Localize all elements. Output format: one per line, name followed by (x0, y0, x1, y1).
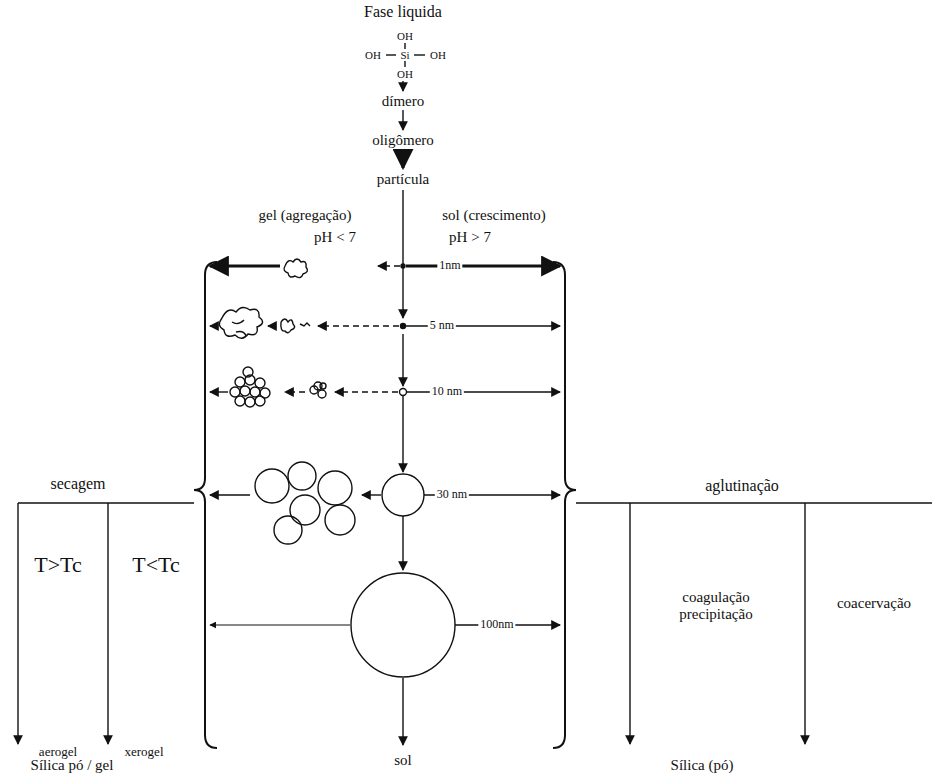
sol-arrow (406, 265, 560, 268)
ph-label: pH > 7 (449, 229, 491, 246)
path-label: sol (crescimento) (442, 207, 546, 224)
gel-arrow (378, 265, 400, 266)
gel-aggregate (219, 307, 262, 338)
flow-arrow (402, 149, 405, 168)
growth-arrow (402, 516, 403, 570)
particle (401, 264, 405, 268)
gel-arrow (285, 391, 305, 392)
stage-label: dímero (382, 93, 425, 110)
growth-arrow (402, 334, 403, 386)
chem-group: OH (397, 68, 413, 80)
process-label: coacervação (837, 595, 911, 612)
chem-group: OH (397, 30, 413, 42)
gel-arrow (210, 494, 250, 495)
brace (194, 262, 217, 748)
product-label: Sílica pó / gel (31, 757, 114, 774)
temperature-label: T>Tc (34, 553, 82, 577)
flow-arrow (402, 110, 403, 130)
phase-label: Fase liquida (364, 3, 442, 21)
size-label: 100nm (478, 618, 515, 631)
gel-aggregate (284, 259, 307, 278)
brace (553, 262, 576, 748)
size-label: 10 nm (430, 385, 464, 398)
gel-arrow (210, 265, 280, 268)
path-label: gel (agregação) (259, 207, 352, 224)
gel-arrow (210, 391, 228, 392)
particle (400, 389, 407, 396)
bond-line (386, 54, 396, 55)
branch-arrow (804, 503, 805, 744)
branch-arrow (629, 503, 630, 744)
size-label: 5 nm (428, 319, 456, 332)
process-label: secagem (50, 475, 105, 493)
chem-atom: Si (400, 49, 409, 61)
growth-arrow (402, 396, 403, 472)
gel-arrow (268, 325, 275, 326)
product-label: sol (394, 752, 412, 769)
bond-line (404, 61, 405, 67)
size-label: 30 nm (435, 488, 469, 501)
gel-aggregate (230, 367, 326, 407)
particle (382, 474, 424, 516)
bond-line (404, 43, 405, 49)
bond-line (414, 54, 425, 55)
gel-arrow (335, 391, 398, 392)
gel-arrow (362, 494, 381, 495)
process-label: aglutinação (705, 477, 779, 495)
product-label: Sílica (pó) (671, 757, 734, 774)
process-label: coagulação precipitação (656, 589, 776, 622)
divider-line (402, 190, 403, 245)
gel-arrow (210, 625, 350, 626)
branch-line (18, 502, 194, 503)
gel-aggregate (300, 323, 310, 326)
branch-arrow (107, 503, 108, 744)
stage-label: partícula (377, 171, 429, 188)
particle (401, 324, 406, 329)
growth-arrow (402, 245, 403, 318)
size-label: 1nm (437, 259, 462, 272)
gel-aggregate (281, 319, 295, 333)
product-label: xerogel (125, 745, 164, 759)
growth-arrow (402, 678, 403, 745)
branch-arrow (17, 503, 18, 744)
gel-aggregate (255, 462, 355, 544)
gel-arrow (318, 325, 399, 326)
particle (351, 573, 455, 677)
chem-group: OH (430, 49, 446, 61)
stage-label: oligômero (372, 132, 434, 149)
flow-arrow (402, 81, 403, 91)
ph-label: pH < 7 (314, 229, 356, 246)
gel-arrow (210, 325, 218, 326)
temperature-label: T<Tc (132, 553, 180, 577)
chem-group: OH (365, 49, 381, 61)
